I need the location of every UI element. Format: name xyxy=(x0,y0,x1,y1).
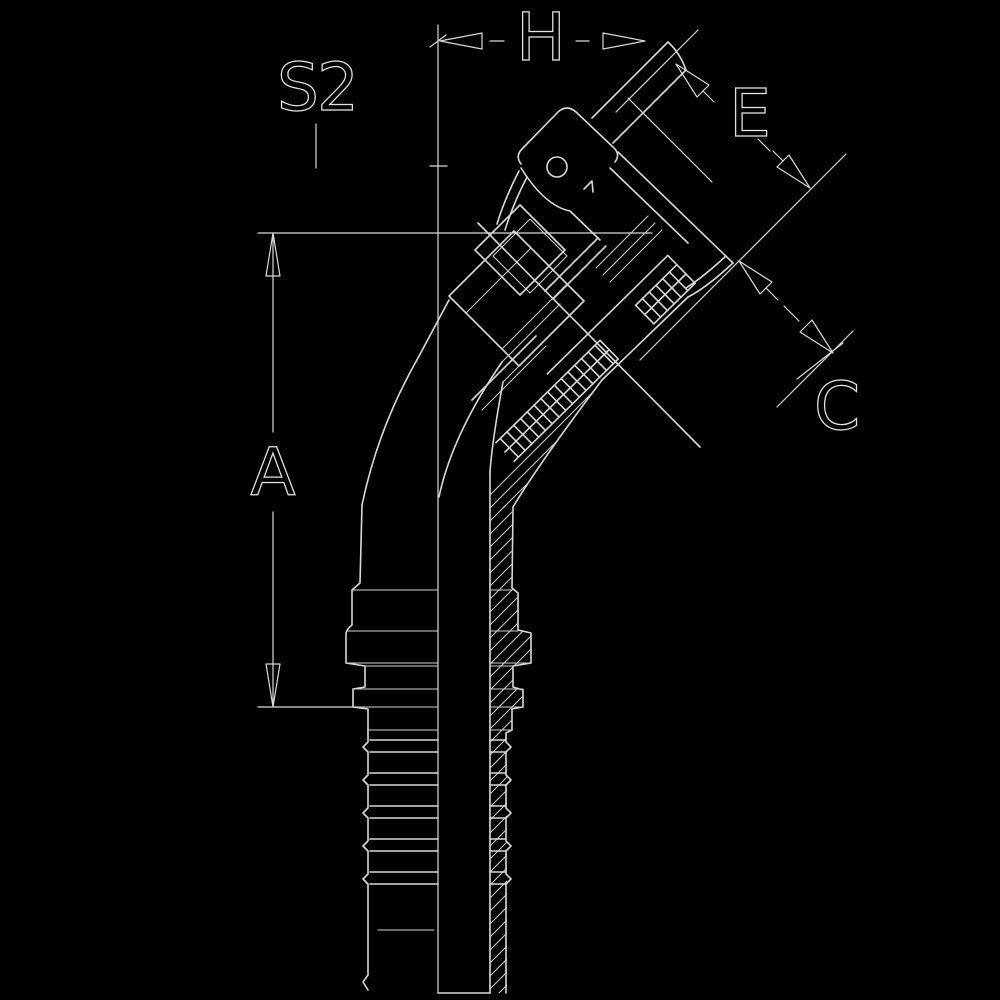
a-arrow-down xyxy=(265,663,281,708)
nut-hole xyxy=(546,156,568,178)
hex-body xyxy=(448,230,585,367)
dimension-label-h: H xyxy=(516,0,564,76)
fitting-outline xyxy=(345,41,734,994)
nut-chamfer-arc xyxy=(520,167,601,241)
hose-barbs xyxy=(362,729,512,994)
elbow-bore-left xyxy=(438,361,503,498)
seat-profile xyxy=(687,262,734,298)
elbow-outer-right xyxy=(512,379,603,508)
dimension-label-a: A xyxy=(250,434,295,511)
h-arrow-right xyxy=(602,32,646,50)
e-extension-2 xyxy=(639,153,847,361)
dimension-lines xyxy=(257,24,854,994)
c-arrow-lower xyxy=(799,319,834,354)
thread-band xyxy=(495,254,696,463)
e-extension-1 xyxy=(615,29,699,113)
a-arrow-up xyxy=(265,232,281,277)
elbow-bore-right xyxy=(489,381,504,473)
c-extension xyxy=(776,330,854,408)
end-face-edge xyxy=(617,151,734,264)
dimension-label-e: E xyxy=(729,75,769,152)
nut-outline xyxy=(517,107,619,165)
dimension-label-c: C xyxy=(814,368,858,445)
h-arrow-left xyxy=(439,32,483,50)
washer-outline xyxy=(474,204,566,296)
collar-left-profile xyxy=(345,504,369,731)
elbow-outer-left xyxy=(361,299,450,506)
dimension-label-s2: S2 xyxy=(277,49,357,126)
collar-steps xyxy=(345,589,532,931)
